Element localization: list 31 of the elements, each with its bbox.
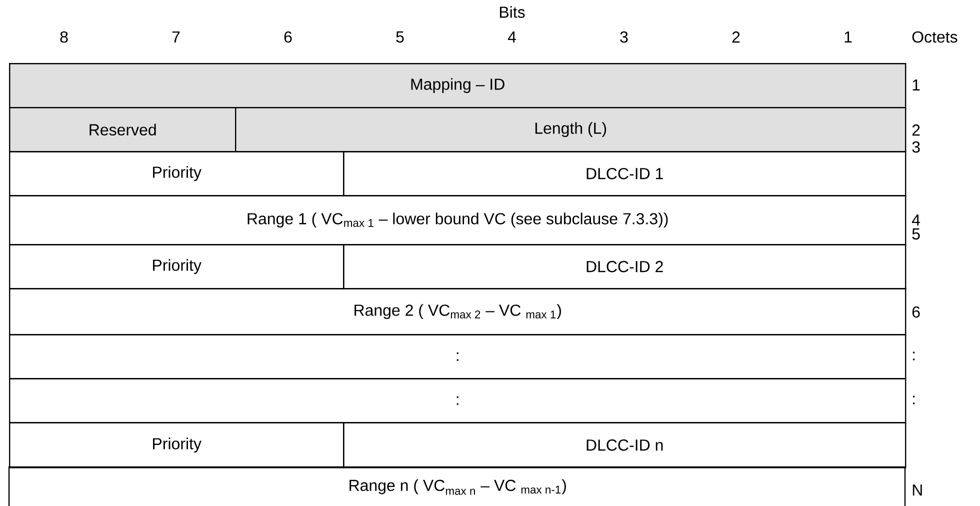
octet-number: 1 bbox=[912, 80, 920, 90]
octet-number: 6 bbox=[912, 306, 920, 318]
bit-number: 2 bbox=[732, 31, 740, 43]
table-cell: : bbox=[9, 378, 906, 424]
octet-number: N bbox=[912, 484, 922, 496]
table-cell: Reserved bbox=[9, 107, 236, 152]
bit-number: 5 bbox=[396, 31, 404, 43]
octet-number: 5 bbox=[912, 228, 920, 240]
table-cell: Range 1 ( VC$_{max 1}$ – lower bound VC (see subclause 7.3.3)) bbox=[9, 195, 906, 246]
octet-number: : bbox=[913, 352, 915, 360]
table-cell: DLCC-ID 1 bbox=[343, 151, 906, 196]
table-cell: Priority bbox=[9, 244, 344, 290]
table-cell: : bbox=[9, 334, 906, 380]
table-cell: Range 2 ( VC$_{max 2}$ – VC $_{max 1}$) bbox=[9, 288, 906, 336]
table-cell: DLCC-ID 2 bbox=[343, 244, 906, 290]
bit-number: 1 bbox=[844, 32, 852, 42]
octet-number: 3 bbox=[912, 141, 920, 153]
table-cell: Priority bbox=[9, 422, 344, 468]
table-cell: $\text{Range n ( VC}_{\text{max n}}\text{ – VC }_{\text{max n-1}}\text{)}$ bbox=[8, 466, 906, 506]
bit-number: 6 bbox=[284, 31, 292, 43]
bit-number: 7 bbox=[172, 32, 180, 42]
octet-number: 2 bbox=[912, 124, 920, 136]
table-cell: DLCC-ID n bbox=[343, 422, 906, 468]
octet-number: : bbox=[913, 396, 915, 404]
bit-number: 4 bbox=[508, 32, 516, 42]
axis-title: Bits bbox=[500, 6, 525, 18]
octet-number: 4 bbox=[912, 214, 920, 226]
table-cell: Priority bbox=[9, 151, 344, 196]
bit-number: 8 bbox=[60, 31, 68, 43]
bit-number: 3 bbox=[620, 31, 628, 43]
axis-title: Octets bbox=[912, 31, 958, 43]
